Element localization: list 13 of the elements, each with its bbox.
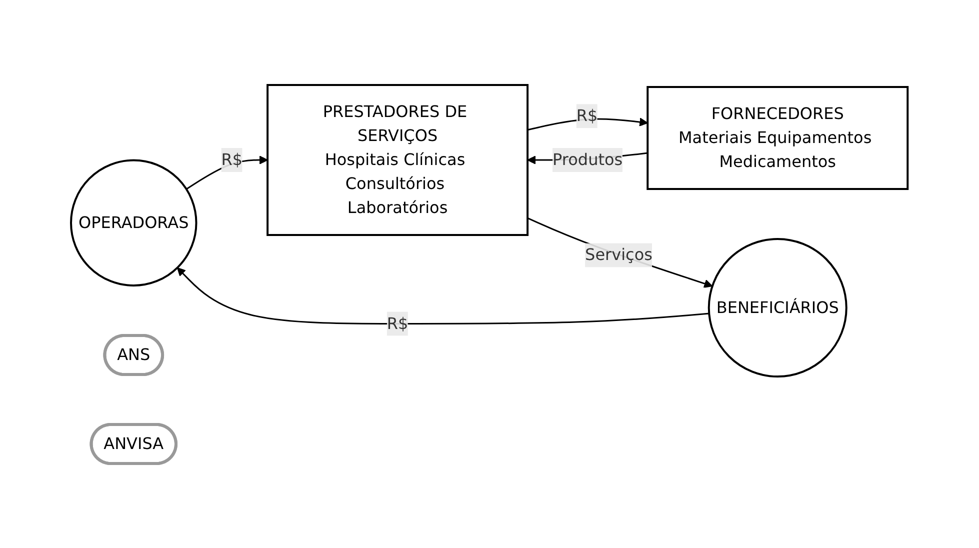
edge-label: Produtos [552, 150, 623, 169]
edge-label: R$ [576, 106, 598, 125]
arrow [177, 267, 710, 324]
edge-label: R$ [221, 150, 243, 169]
node-box: PRESTADORES DE SERVIÇOS Hospitais Clínicas Consultórios Laboratórios [266, 84, 529, 236]
arrow [528, 117, 648, 130]
arrow [527, 217, 713, 288]
node-circle: BENEFICIÁRIOS [708, 238, 848, 378]
edge-label: R$ [387, 314, 408, 333]
node-box: FORNECEDORES Materiais Equipamentos Medicamentos [646, 86, 909, 190]
arrow [186, 155, 268, 190]
node-circle: OPERADORAS [70, 159, 198, 286]
edge-label: Serviços [585, 244, 653, 264]
